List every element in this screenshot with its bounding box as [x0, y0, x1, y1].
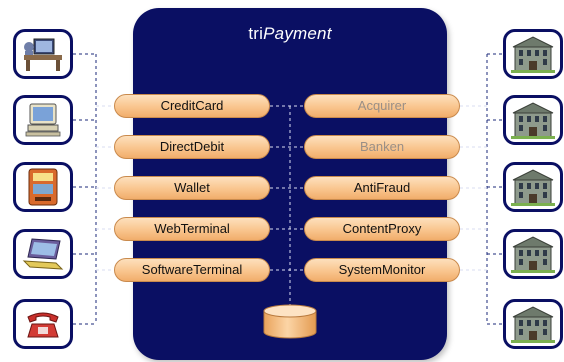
title-prefix: tri	[248, 24, 264, 43]
module-creditcard[interactable]: CreditCard	[114, 94, 270, 118]
client-workstation[interactable]	[13, 29, 73, 79]
bank-building-icon	[511, 169, 555, 206]
bank-2[interactable]	[503, 95, 563, 145]
bank-building-icon	[511, 236, 555, 273]
bank-building-icon	[511, 102, 555, 139]
module-directdebit[interactable]: DirectDebit	[114, 135, 270, 159]
bank-5[interactable]	[503, 299, 563, 349]
module-softwareterminal[interactable]: SoftwareTerminal	[114, 258, 270, 282]
laptop-icon	[22, 238, 64, 270]
module-acquirer[interactable]: Acquirer	[304, 94, 460, 118]
system-title: triPayment	[133, 24, 447, 44]
module-antifraud[interactable]: AntiFraud	[304, 176, 460, 200]
module-wallet[interactable]: Wallet	[114, 176, 270, 200]
bank-building-icon	[511, 36, 555, 73]
client-telephone[interactable]	[13, 299, 73, 349]
module-systemmonitor[interactable]: SystemMonitor	[304, 258, 460, 282]
client-laptop[interactable]	[13, 229, 73, 279]
title-main: Payment	[263, 24, 332, 43]
module-contentproxy[interactable]: ContentProxy	[304, 217, 460, 241]
client-kiosk[interactable]	[13, 162, 73, 212]
client-desktop[interactable]	[13, 95, 73, 145]
bank-3[interactable]	[503, 162, 563, 212]
bank-building-icon	[511, 306, 555, 343]
bank-1[interactable]	[503, 29, 563, 79]
workstation-icon	[24, 38, 62, 71]
module-banken[interactable]: Banken	[304, 135, 460, 159]
database-icon	[263, 304, 317, 339]
telephone-icon	[27, 312, 59, 338]
module-webterminal[interactable]: WebTerminal	[114, 217, 270, 241]
desktop-computer-icon	[25, 103, 61, 137]
bank-4[interactable]	[503, 229, 563, 279]
kiosk-terminal-icon	[28, 168, 58, 206]
